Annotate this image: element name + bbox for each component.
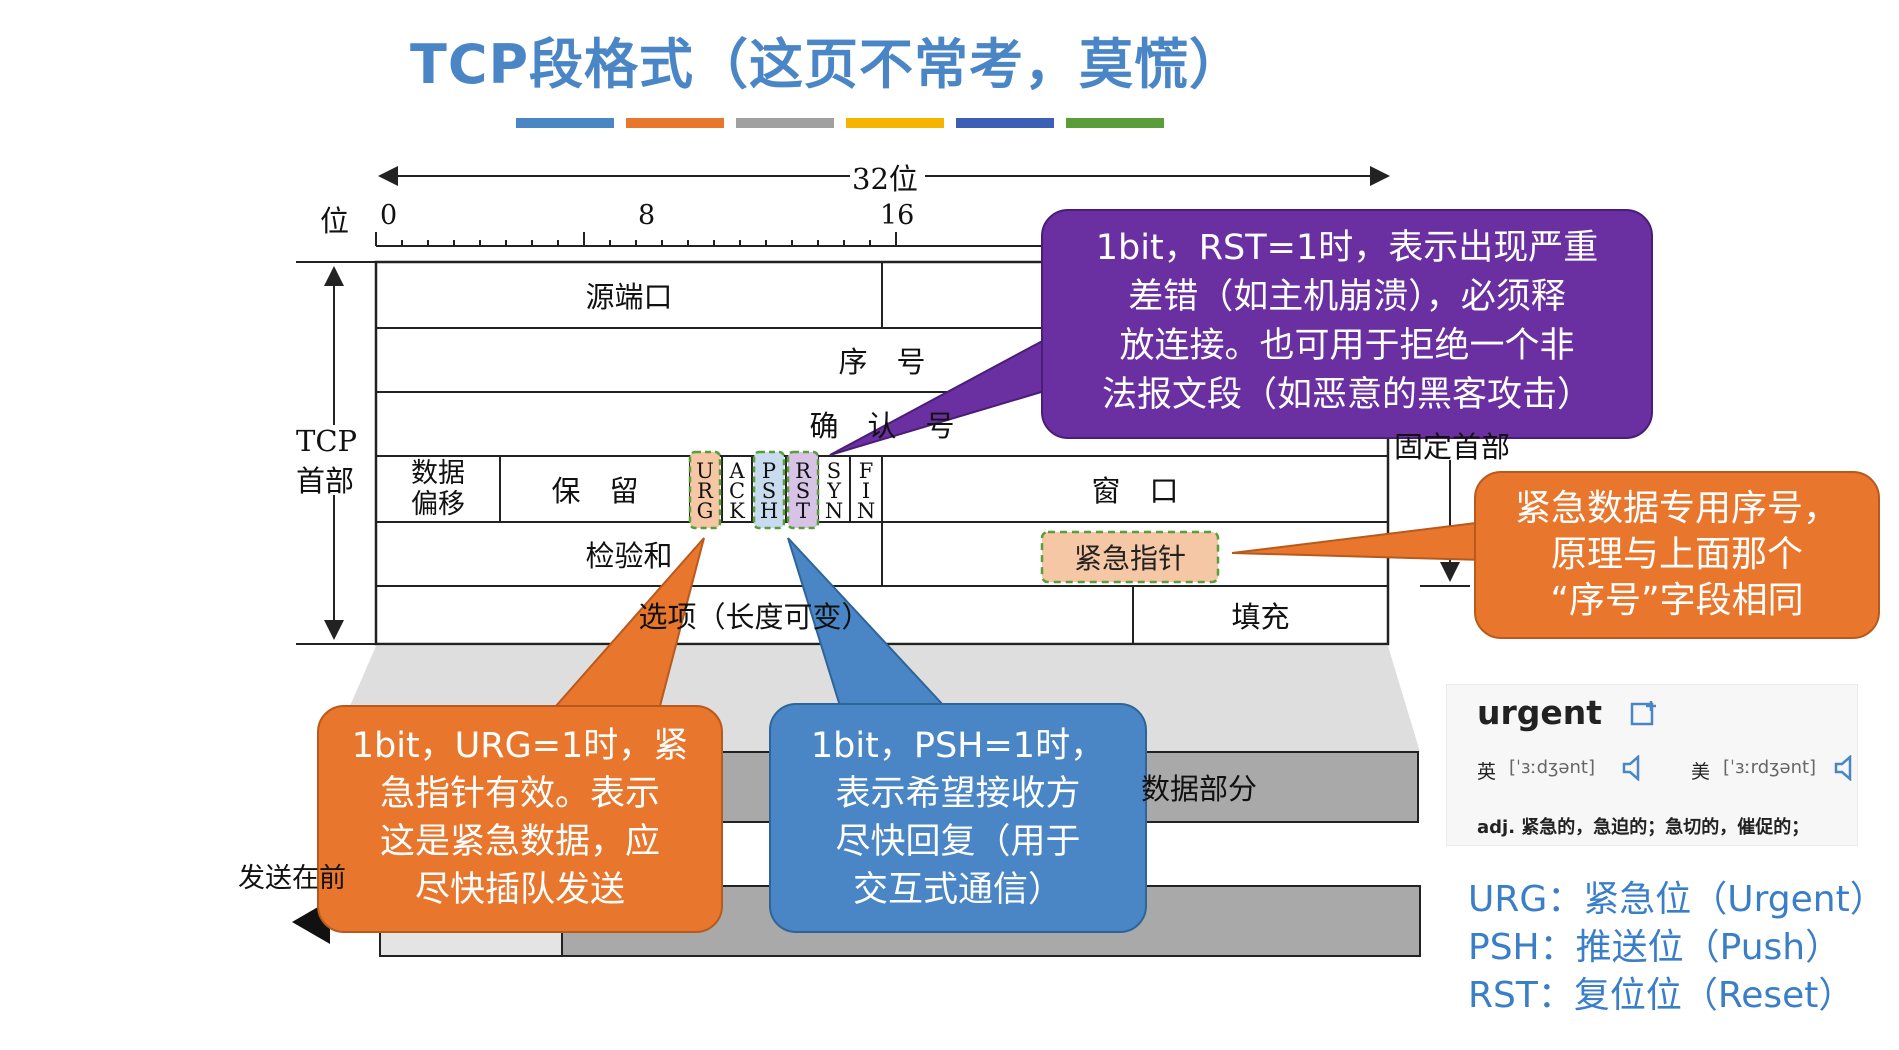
field-ack-number: 确 认 号: [809, 409, 955, 443]
legend-urg: URG：紧急位（Urgent）: [1468, 879, 1886, 920]
bookmark-add-icon[interactable]: [1629, 699, 1659, 729]
flag-legend: URG：紧急位（Urgent） PSH：推送位（Push） RST：复位位（Re…: [1468, 876, 1886, 1020]
title-stripe: [626, 118, 724, 128]
bit-label: 位: [320, 204, 350, 238]
uk-ipa: [ˈɜːdʒənt]: [1509, 757, 1595, 778]
field-data-offset: 数据 偏移: [376, 456, 500, 522]
title-stripe: [956, 118, 1054, 128]
speaker-icon[interactable]: [1621, 755, 1647, 781]
sender-label: 发送在前: [238, 863, 346, 894]
fixed-header-label: 固定首部: [1394, 430, 1511, 464]
field-padding: 填充: [1231, 600, 1290, 634]
field-sequence-number: 序 号: [838, 345, 926, 379]
title-stripe: [846, 118, 944, 128]
bit-tick-0: 0: [380, 200, 398, 231]
dictionary-definition: adj. 紧急的，急迫的；急切的，催促的；: [1477, 817, 1810, 838]
callout-urgent-pointer: 紧急数据专用序号，原理与上面那个“序号”字段相同: [1514, 488, 1839, 621]
callout-psh: 1bit，PSH=1时，表示希望接收方尽快回复（用于交互式通信）: [810, 726, 1106, 910]
dictionary-card: urgent 英 [ˈɜːdʒənt] 美 [ˈɜːrdʒənt] adj. 紧…: [1446, 684, 1858, 846]
legend-psh: PSH：推送位（Push）: [1468, 927, 1842, 968]
callout-urg: 1bit，URG=1时，紧急指针有效。表示这是紧急数据，应尽快插队发送: [351, 726, 689, 910]
bit-tick-8: 8: [638, 200, 656, 231]
field-source-port: 源端口: [585, 280, 673, 314]
title-stripe: [1066, 118, 1164, 128]
uk-label: 英: [1477, 761, 1497, 783]
tcp-header-label-2: 首部: [296, 464, 355, 498]
field-urgent-pointer: 紧急指针: [1073, 542, 1186, 575]
data-part-label: 数据部分: [1140, 772, 1257, 806]
data-offset-line1: 数据: [411, 458, 465, 489]
speaker-icon[interactable]: [1833, 755, 1859, 781]
legend-rst: RST：复位位（Reset）: [1468, 975, 1855, 1016]
data-offset-line2: 偏移: [411, 489, 465, 520]
field-options: 选项（长度可变）: [638, 600, 871, 634]
field-checksum: 检验和: [585, 539, 673, 573]
us-ipa: [ˈɜːrdʒənt]: [1723, 757, 1817, 778]
title-stripe: [736, 118, 834, 128]
width-label: 32位: [852, 162, 918, 196]
us-label: 美: [1691, 761, 1711, 783]
field-reserved: 保 留: [551, 474, 639, 508]
dictionary-word: urgent: [1477, 693, 1603, 732]
title-stripe: [516, 118, 614, 128]
page-title: TCP段格式（这页不常考，莫慌）: [410, 33, 1245, 96]
tcp-header-label: TCP: [296, 424, 358, 458]
field-window: 窗 口: [1091, 474, 1179, 508]
bit-tick-16: 16: [880, 200, 915, 231]
callout-rst: 1bit，RST=1时，表示出现严重差错（如主机崩溃），必须释放连接。也可用于拒…: [1095, 228, 1599, 415]
